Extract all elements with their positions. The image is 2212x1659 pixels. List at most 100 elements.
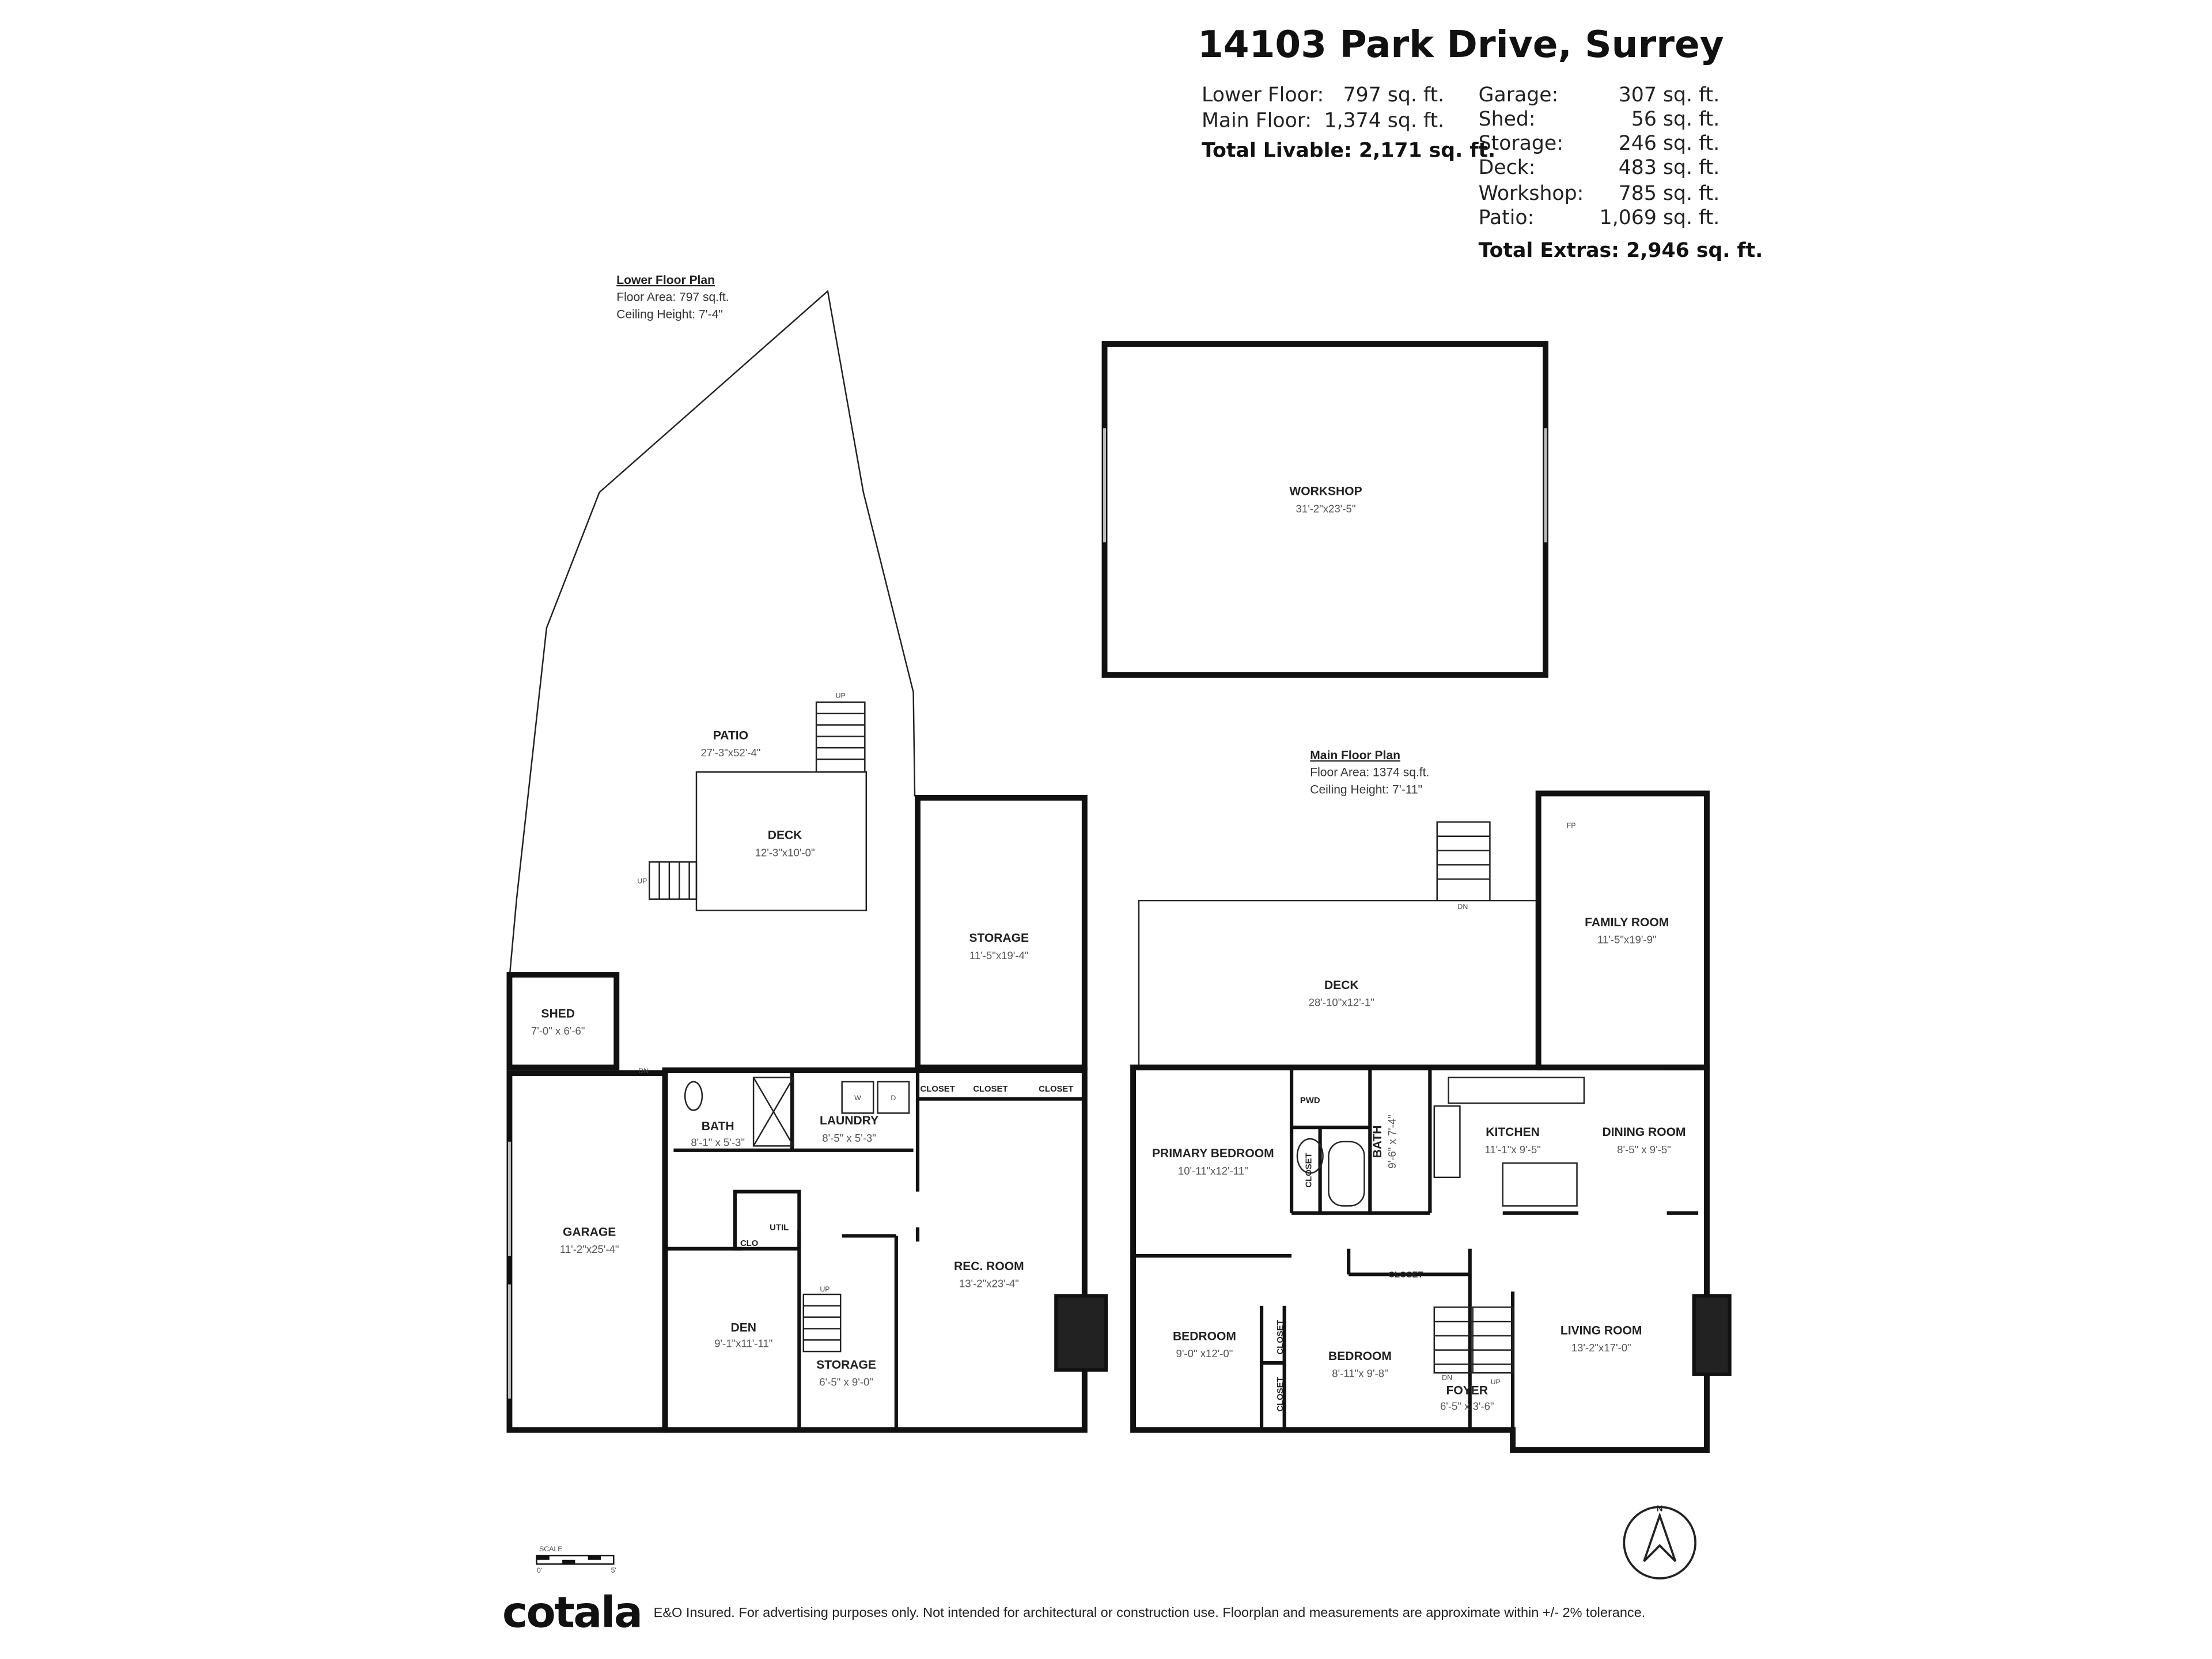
room-name: FOYER xyxy=(1446,1384,1488,1397)
lower-floor-label: Lower Floor: xyxy=(1202,84,1324,107)
scale-start: 0' xyxy=(537,1566,542,1574)
room-name: KITCHEN xyxy=(1486,1126,1540,1139)
extra-value: 483 sq. ft. xyxy=(1619,156,1720,179)
room-name: FAMILY ROOM xyxy=(1585,916,1669,929)
room-dims: 13'-2"x17'-0" xyxy=(1571,1342,1631,1354)
room-dims: 8'-1" x 5'-3" xyxy=(691,1136,745,1148)
room-name: LIVING ROOM xyxy=(1560,1324,1642,1337)
header: 14103 Park Drive, Surrey Lower Floor: 79… xyxy=(1198,23,1763,262)
family-room-walls xyxy=(1535,790,1710,1071)
washer-label: W xyxy=(854,1094,861,1102)
main-floor-label: Main Floor: xyxy=(1202,109,1312,132)
scale-bar: SCALE 0' 5' xyxy=(536,1545,616,1574)
main-plan-area: Floor Area: 1374 sq.ft. xyxy=(1310,766,1429,779)
room-name: DECK xyxy=(768,829,802,842)
room-dims: 12'-3"x10'-0" xyxy=(755,846,815,858)
extra-label: Garage: xyxy=(1479,84,1559,107)
lower-stairs xyxy=(802,1293,842,1353)
laundry-fixtures xyxy=(684,1077,910,1147)
main-interior-walls xyxy=(1133,1066,1732,1430)
main-floor-value: 1,374 sq. ft. xyxy=(1324,109,1445,132)
deck-outline xyxy=(695,771,868,911)
main-plan-heading: Main Floor Plan xyxy=(1310,749,1400,762)
extra-value: 56 sq. ft. xyxy=(1631,108,1719,131)
room-name: STORAGE xyxy=(816,1358,876,1372)
room-name: GARAGE xyxy=(563,1225,616,1238)
deck-stairs xyxy=(648,701,866,900)
lower-floor-plan: Lower Floor Plan Floor Area: 797 sq.ft. … xyxy=(506,274,1108,1433)
util-label: UTIL xyxy=(770,1224,789,1233)
extra-value: 785 sq. ft. xyxy=(1619,182,1720,205)
room-name: PRIMARY BEDROOM xyxy=(1152,1147,1274,1160)
extra-label: Deck: xyxy=(1479,156,1536,179)
kitchen-fixtures xyxy=(1296,1077,1585,1207)
total-livable: Total Livable: 2,171 sq. ft. xyxy=(1202,139,1495,162)
dn-label: DN xyxy=(638,1067,649,1075)
extra-value: 307 sq. ft. xyxy=(1619,84,1720,107)
scale-end: 5' xyxy=(611,1566,616,1574)
extra-label: Patio: xyxy=(1479,206,1535,229)
lower-interior-walls xyxy=(665,1070,1108,1430)
up-label: UP xyxy=(637,877,647,885)
lower-plan-ceiling: Ceiling Height: 7'-4" xyxy=(616,308,723,321)
compass-label: N xyxy=(1657,1505,1663,1514)
lower-floor-value: 797 sq. ft. xyxy=(1343,84,1445,107)
scale-label: SCALE xyxy=(539,1545,563,1553)
dn-label: DN xyxy=(1457,903,1468,911)
deck-outline xyxy=(1138,900,1539,1068)
pwd-label: PWD xyxy=(1300,1096,1320,1105)
up-label: UP xyxy=(1491,1378,1501,1386)
room-dims: 8'-5" x 9'-5" xyxy=(1617,1143,1671,1156)
fireplace-label: FP xyxy=(1706,1330,1717,1339)
patio-outline xyxy=(509,290,916,978)
fireplace-label: FP xyxy=(1567,821,1576,830)
closet-label: CLOSET xyxy=(921,1085,955,1094)
room-dims: 31'-2"x23'-5" xyxy=(1296,502,1356,514)
main-plan-ceiling: Ceiling Height: 7'-11" xyxy=(1310,783,1422,796)
room-name: PATIO xyxy=(713,729,748,742)
room-dims: 13'-2"x23'-4" xyxy=(959,1278,1019,1290)
room-dims: 27'-3"x52'-4" xyxy=(700,747,760,759)
extra-label: Workshop: xyxy=(1479,182,1584,205)
property-title: 14103 Park Drive, Surrey xyxy=(1198,23,1724,66)
room-name: BEDROOM xyxy=(1173,1330,1236,1343)
room-dims: 11'-5"x19'-4" xyxy=(969,949,1029,961)
closet-label: CLOSET xyxy=(1276,1377,1285,1411)
main-block-walls xyxy=(1130,1065,1710,1453)
room-dims: 6'-5" x 9'-0" xyxy=(819,1376,873,1388)
room-name: BEDROOM xyxy=(1328,1350,1392,1363)
extra-value: 1,069 sq. ft. xyxy=(1600,206,1720,229)
total-extras: Total Extras: 2,946 sq. ft. xyxy=(1479,239,1763,262)
room-dims: 6'-5" x 3'-6" xyxy=(1440,1400,1494,1412)
room-name: SHED xyxy=(541,1007,574,1020)
footer: cotala E&O Insured. For advertising purp… xyxy=(502,1587,1645,1637)
lower-plan-area: Floor Area: 797 sq.ft. xyxy=(616,291,729,304)
closet-label: CLOSET xyxy=(1276,1320,1285,1354)
room-dims: 11'-1"x 9'-5" xyxy=(1484,1143,1540,1156)
room-name: BATH xyxy=(702,1120,734,1133)
closet-label: CLOSET xyxy=(1039,1085,1073,1094)
room-name: BATH xyxy=(1371,1125,1384,1158)
main-floor-plan: Main Floor Plan Floor Area: 1374 sq.ft. … xyxy=(1101,341,1732,1453)
clo-label: CLO xyxy=(740,1239,758,1248)
room-name: DEN xyxy=(731,1321,756,1334)
room-dims: 8'-11"x 9'-8" xyxy=(1332,1368,1388,1380)
dn-label: DN xyxy=(1442,1374,1452,1382)
extra-label: Shed: xyxy=(1479,108,1536,131)
fireplace-label: FP xyxy=(1068,1330,1079,1339)
disclaimer: E&O Insured. For advertising purposes on… xyxy=(654,1605,1646,1620)
deck-stairs xyxy=(1436,821,1491,902)
room-dims: 9'-0" x12'-0" xyxy=(1176,1347,1233,1359)
room-dims: 11'-2"x25'-4" xyxy=(560,1243,619,1255)
up-label: UP xyxy=(836,691,846,699)
north-arrow-icon: N xyxy=(1623,1505,1697,1580)
room-name: DINING ROOM xyxy=(1602,1126,1685,1139)
extra-value: 246 sq. ft. xyxy=(1619,132,1720,155)
room-name: STORAGE xyxy=(969,931,1029,945)
room-dims: 8'-5" x 5'-3" xyxy=(822,1132,876,1144)
extra-label: Storage: xyxy=(1479,132,1563,155)
closet-label: CLOSET xyxy=(973,1085,1007,1094)
lower-plan-heading: Lower Floor Plan xyxy=(616,274,715,287)
room-name: DECK xyxy=(1324,979,1359,992)
